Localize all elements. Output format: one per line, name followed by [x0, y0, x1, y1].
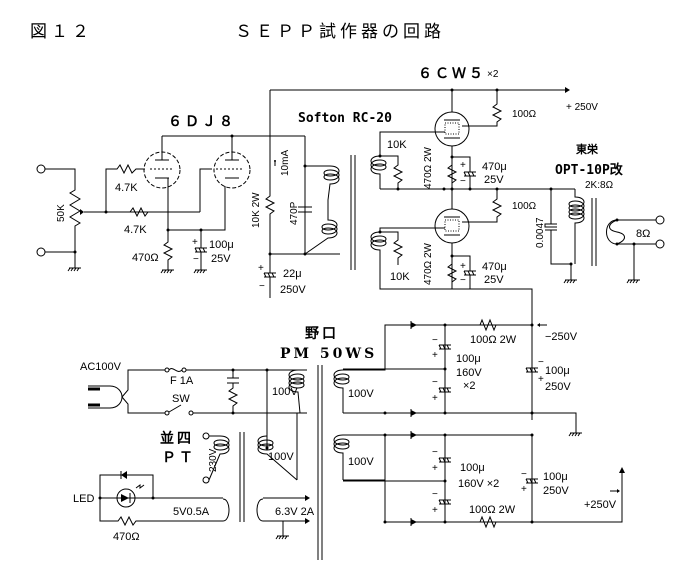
tube-6dj8-a	[143, 136, 181, 189]
ac-plug-icon	[88, 369, 165, 414]
speaker-terminal-gnd	[655, 239, 665, 249]
figure-label: 図１２	[30, 22, 93, 42]
cathode-resistor-top-label: 470Ω 2W	[423, 147, 434, 190]
svg-text:−: −	[432, 447, 438, 458]
led-icon	[116, 484, 145, 508]
svg-text:+: +	[460, 261, 466, 272]
pt2-maker-label: 並四	[160, 430, 194, 447]
pt2-primary-label: 230V	[208, 448, 219, 472]
pt1-secondary-label: 100V	[348, 388, 374, 400]
cathode-cap-bottom-label: 470μ	[482, 261, 507, 273]
pos-resistor-label: 100Ω 2W	[469, 504, 516, 516]
pt1-model-label: PM 50WS	[280, 346, 377, 362]
plate-resistor-label: 10K 2W	[251, 192, 262, 228]
led-label: LED	[73, 493, 94, 505]
snubber-cap-label: 470P	[289, 201, 300, 225]
pos-caps-label: 100μ	[460, 462, 485, 474]
cathode-resistor-bottom-label: 470Ω 2W	[423, 243, 434, 286]
cathode-cap-voltage: 25V	[211, 253, 231, 265]
pt2-secondary-label: 100V	[268, 451, 294, 463]
fuse	[164, 367, 187, 373]
neg-caps-count: ×2	[463, 380, 476, 392]
power-switch[interactable]	[164, 404, 194, 416]
screen-resistor-top-label: 100Ω	[512, 109, 537, 120]
tube-6cw5-top	[434, 90, 470, 147]
svg-text:+: +	[460, 160, 466, 171]
svg-text:−: −	[432, 377, 438, 388]
interstage-transformer	[304, 155, 387, 270]
pos-caps-voltage: 160V ×2	[458, 478, 499, 490]
screen-resistor-bottom-label: 100Ω	[512, 201, 537, 212]
svg-text:+: +	[432, 350, 438, 361]
svg-text:+: +	[192, 237, 198, 248]
grid-resistor-bottom-label: 10K	[390, 271, 410, 283]
svg-text:+: +	[538, 374, 544, 385]
svg-text:−: −	[460, 275, 466, 286]
grid-resistor-2-label: 4.7K	[124, 224, 147, 236]
output-tube-count: ×2	[487, 69, 499, 80]
grid-resistor-1-label: 4.7K	[115, 182, 138, 194]
svg-text:−: −	[538, 357, 544, 368]
current-label: 10mA	[280, 150, 291, 176]
cathode-cap-top-label: 470μ	[482, 161, 507, 173]
svg-text:−: −	[460, 176, 466, 187]
opt-cap-label: 0.0047	[535, 217, 546, 248]
pt1-primary-label: 100V	[272, 386, 298, 398]
tube-6cw5-bottom	[434, 189, 470, 244]
opt-ratio-label: 2K:8Ω	[585, 180, 614, 191]
cathode-cap-bottom-voltage: 25V	[484, 274, 504, 286]
volume-pot-label: 50K	[56, 204, 67, 222]
svg-text:+: +	[432, 393, 438, 404]
decoupling-cap-label: 22μ	[283, 268, 302, 280]
decoupling-cap-voltage: 250V	[280, 284, 306, 296]
ac-input-label: AC100V	[80, 361, 122, 373]
cathode-resistor-label: 470Ω	[132, 252, 159, 264]
output-tube-label: ６ＣＷ５	[418, 66, 486, 82]
svg-text:+: +	[521, 484, 527, 495]
neg-250v-label: −250V	[545, 331, 578, 343]
neg-filter-cap-label: 100μ	[545, 365, 570, 377]
tube-6dj8-b	[213, 136, 251, 189]
opt-maker-label: 東栄	[576, 142, 599, 156]
fuse-label: F 1A	[170, 375, 194, 387]
opt-model-label: OPT-10P改	[555, 162, 624, 178]
svg-text:−: −	[432, 489, 438, 500]
svg-text:+: +	[432, 505, 438, 516]
neg-resistor-label: 100Ω 2W	[470, 334, 517, 346]
input-terminal-gnd	[36, 247, 46, 257]
input-terminal-hot	[36, 164, 46, 174]
cathode-cap-label: 100μ	[209, 239, 234, 251]
svg-text:−: −	[193, 254, 199, 265]
grid-resistor-top-label: 10K	[387, 139, 407, 151]
cathode-cap-top-voltage: 25V	[484, 174, 504, 186]
switch-label: SW	[172, 393, 190, 405]
speaker-terminal-hot	[655, 215, 665, 225]
heater-63v-label: 6.3V 2A	[275, 506, 315, 518]
svg-text:−: −	[521, 469, 527, 480]
svg-text:+: +	[432, 463, 438, 474]
svg-text:−: −	[259, 281, 265, 292]
heater-5v-label: 5V0.5A	[173, 506, 210, 518]
power-transformer-2	[208, 432, 298, 522]
power-transformer-1	[288, 365, 350, 560]
speaker-load-label: 8Ω	[636, 228, 650, 240]
diagram-title: ＳＥＰＰ試作器の回路	[235, 22, 445, 42]
pt1-maker-label: 野口	[305, 326, 339, 342]
interstage-transformer-label: Softon RC-20	[298, 111, 392, 126]
svg-text:+: +	[258, 263, 264, 274]
neg-filter-cap-voltage: 250V	[545, 381, 571, 393]
neg-caps-label: 100μ	[456, 353, 481, 365]
pos-filter-cap-voltage: 250V	[543, 485, 569, 497]
pos-250v-label: +250V	[584, 499, 617, 511]
driver-tube-label: ６ＤＪ８	[168, 114, 236, 130]
plus-250v-label: + 250V	[566, 102, 598, 113]
pt1-secondary2-label: 100V	[348, 456, 374, 468]
neg-caps-voltage: 160V	[456, 367, 482, 379]
pos-filter-cap-label: 100μ	[543, 471, 568, 483]
pt2-model-label: ＰＴ	[162, 450, 196, 466]
svg-text:−: −	[432, 335, 438, 346]
led-resistor-label: 470Ω	[113, 531, 140, 543]
